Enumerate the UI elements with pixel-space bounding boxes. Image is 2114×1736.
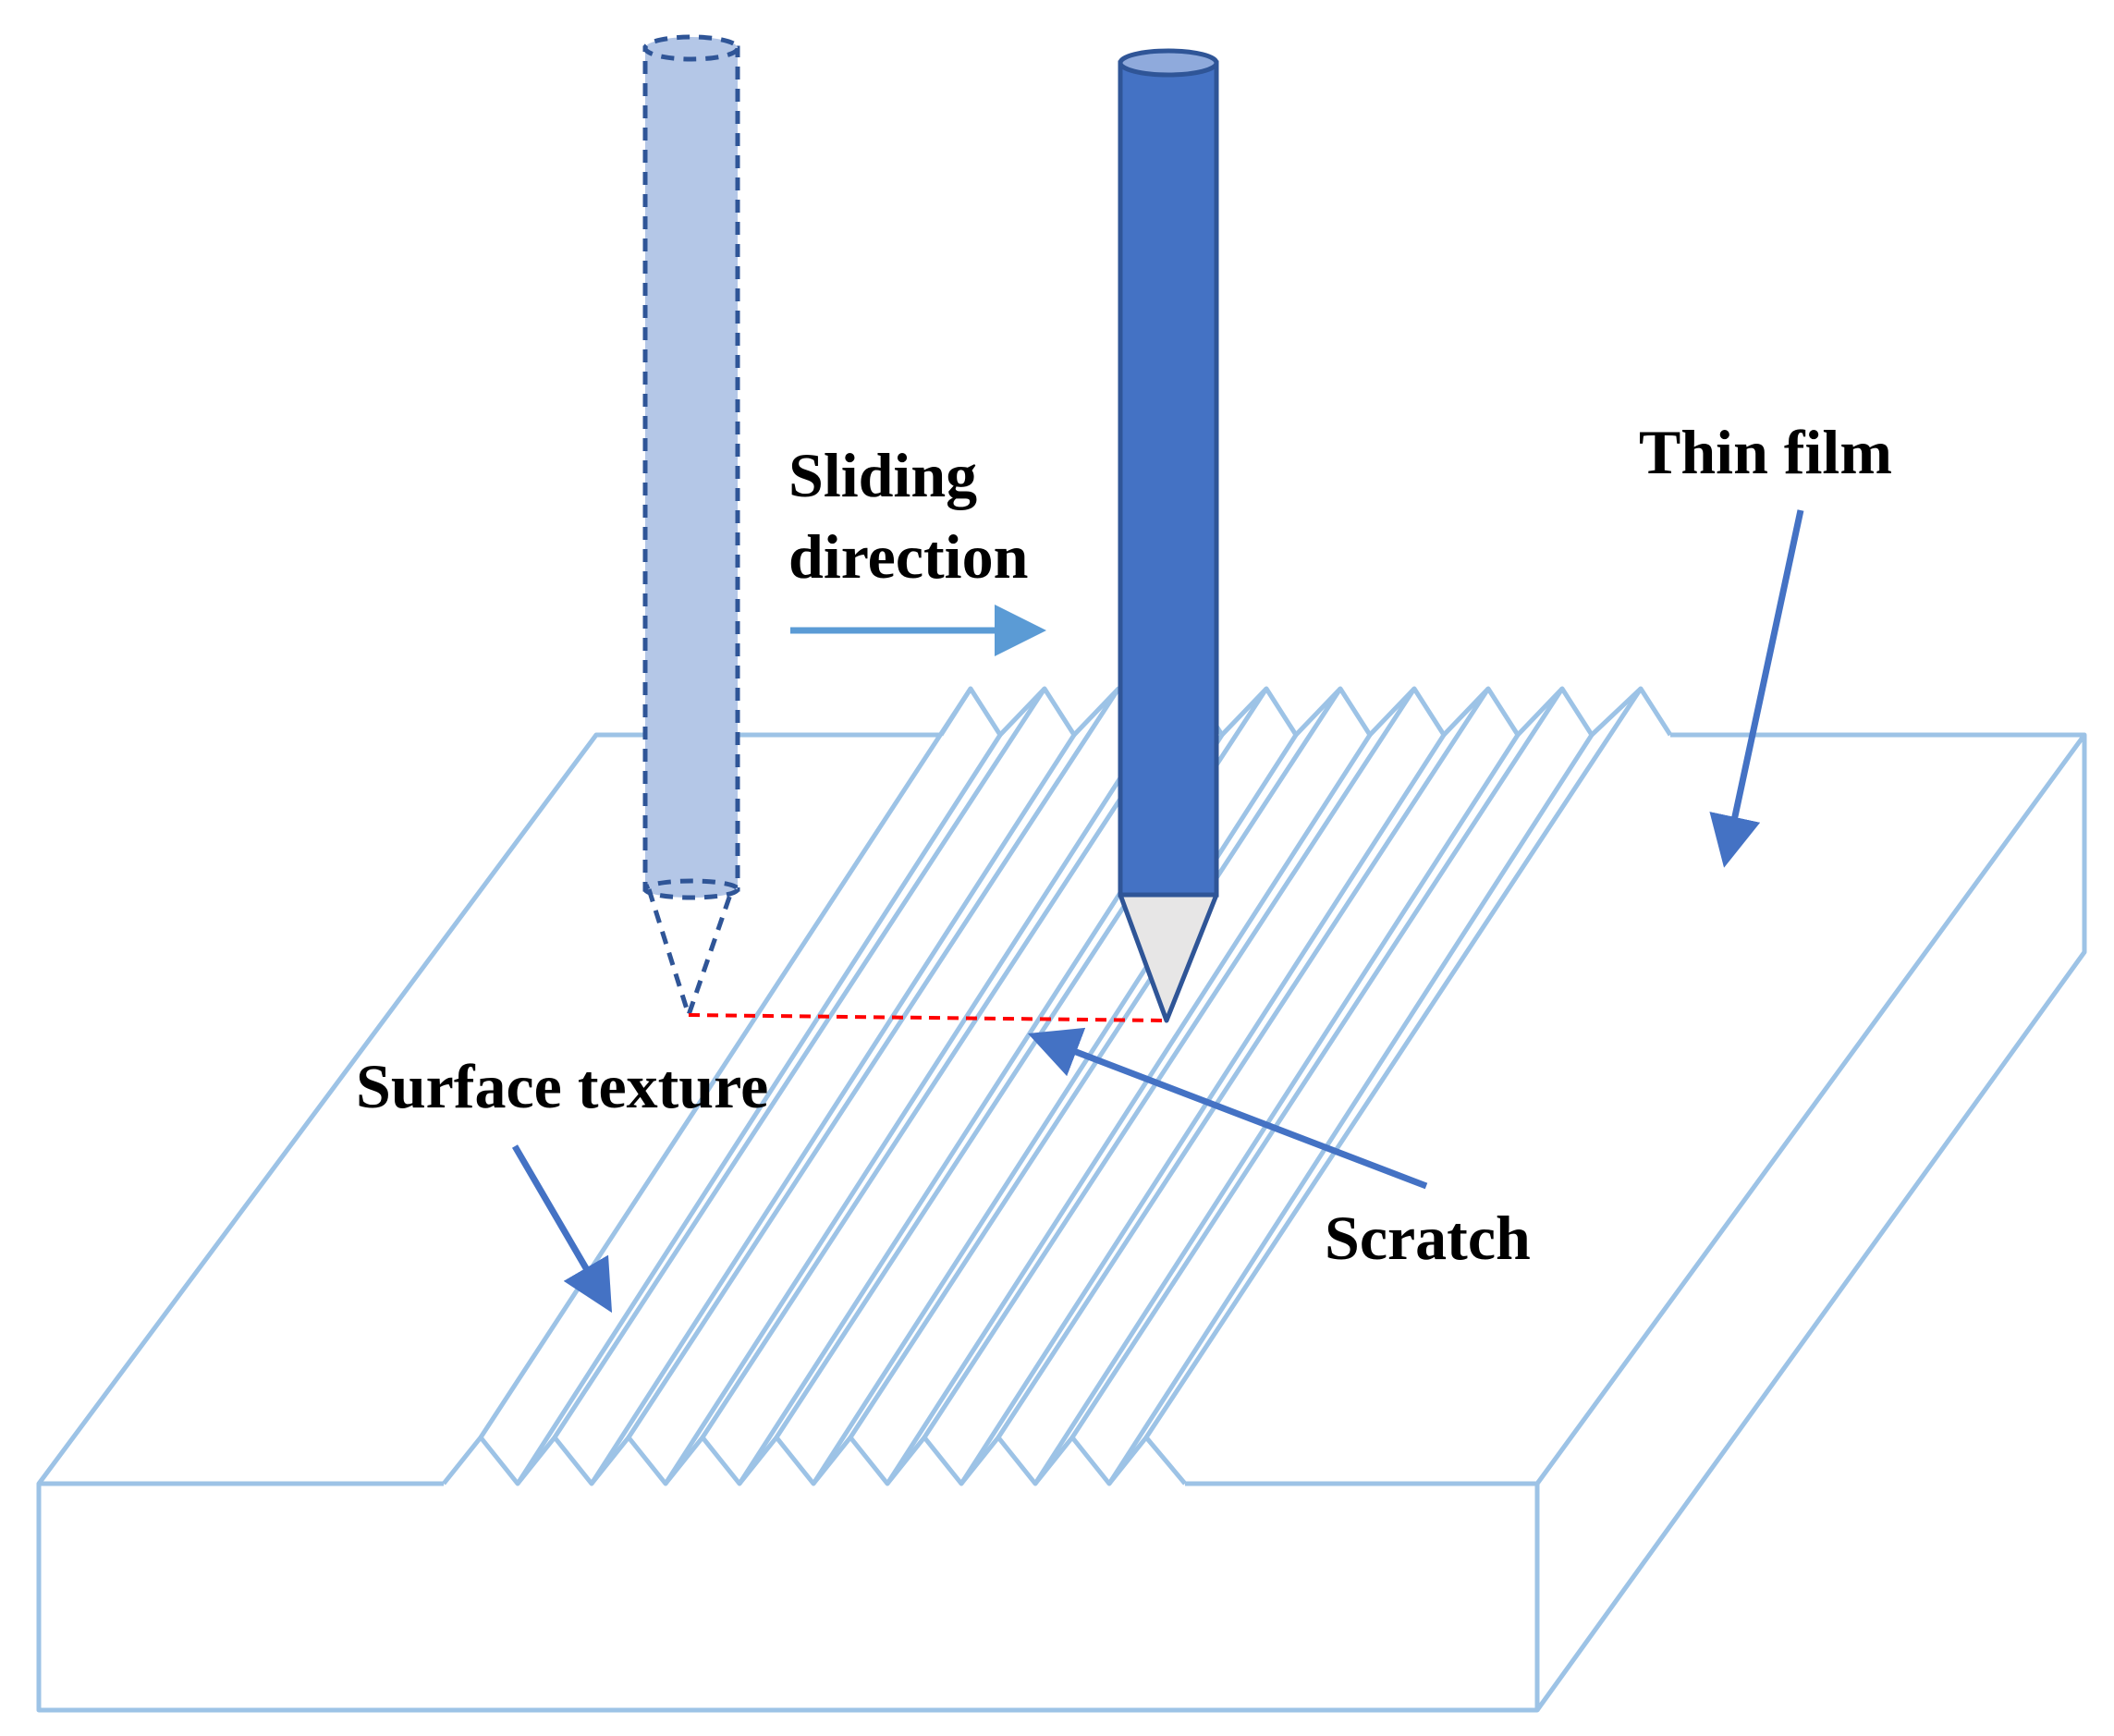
ghost-stylus-body xyxy=(642,45,740,892)
stylus xyxy=(1118,48,1219,1023)
ridge-line xyxy=(626,687,1121,1439)
ridge-line xyxy=(1143,687,1644,1439)
valley-line xyxy=(515,733,1003,1485)
ridge-line xyxy=(1069,687,1565,1439)
left-flat-top xyxy=(36,732,941,1486)
stylus-body xyxy=(1118,60,1219,898)
ridge-line xyxy=(552,687,1047,1439)
substrate-block xyxy=(36,732,2087,1713)
ridge-line xyxy=(700,687,1195,1439)
ridge-line xyxy=(996,687,1491,1439)
right-flat-top xyxy=(1185,732,2087,1486)
thin-film-arrow xyxy=(1709,509,1804,868)
ghost-stylus xyxy=(642,34,740,1022)
ridge-line xyxy=(848,687,1343,1439)
valley-line xyxy=(1033,733,1521,1485)
scratch-path-line xyxy=(688,1013,1167,1022)
surface-texture-ridges xyxy=(442,686,1673,1486)
valley-line xyxy=(1106,733,1595,1485)
stylus-top xyxy=(1118,48,1219,78)
ridge-line xyxy=(922,687,1417,1439)
valley-line xyxy=(959,733,1447,1485)
valley-line xyxy=(885,733,1373,1485)
surface-texture-label: Surface texture xyxy=(356,1051,768,1121)
sliding-label-line1: Sliding xyxy=(788,440,977,510)
ghost-stylus-tip xyxy=(646,888,735,1022)
valley-line xyxy=(589,733,1077,1485)
thin-film-label: Thin film xyxy=(1639,417,1892,487)
ridge-line xyxy=(478,687,973,1439)
top-zigzag xyxy=(938,686,1673,738)
valley-line xyxy=(663,733,1151,1485)
ghost-stylus-top xyxy=(642,34,740,62)
front-face xyxy=(36,1484,1540,1713)
scratch-label: Scratch xyxy=(1325,1203,1531,1273)
sliding-label-line2: direction xyxy=(788,521,1028,592)
surface-texture-arrow xyxy=(511,1144,613,1314)
stylus-tip xyxy=(1118,892,1219,1023)
right-face xyxy=(1534,735,2087,1712)
ghost-stylus-bottom xyxy=(642,878,740,900)
scratch-arrow xyxy=(1027,1027,1428,1190)
bottom-zigzag xyxy=(442,1435,1187,1486)
